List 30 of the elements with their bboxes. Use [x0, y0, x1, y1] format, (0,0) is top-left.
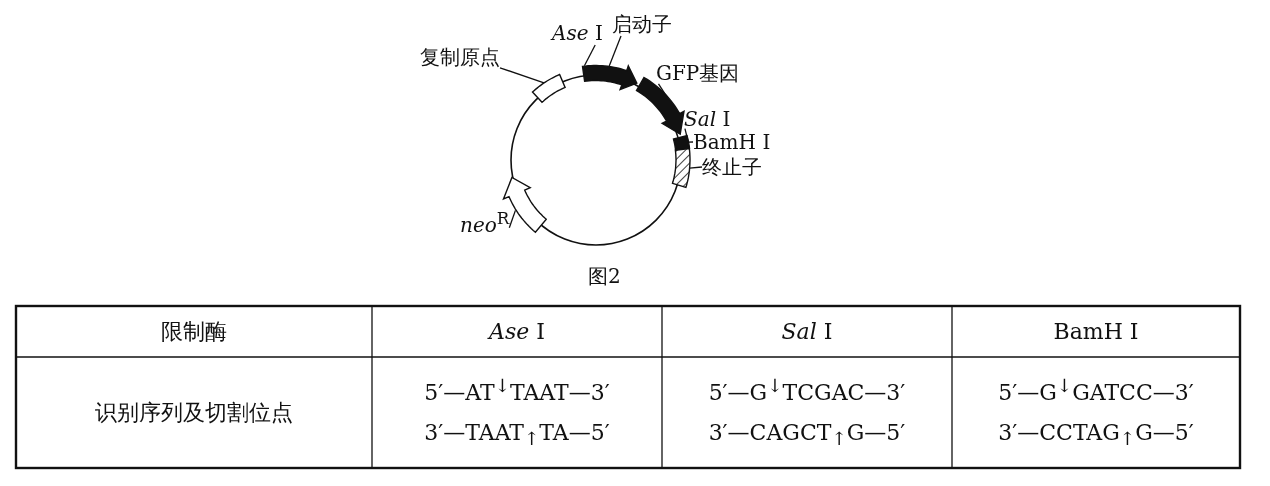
- leader-line: [689, 166, 703, 169]
- sequence-text: 3′—CAGCT$_{↑}$G—5′: [708, 419, 906, 452]
- part-label: 启动子: [612, 12, 672, 36]
- sequence-text: 5′—G$^{↓}$GATCC—3′: [998, 373, 1194, 406]
- part-label: BamH I: [693, 130, 771, 154]
- figure-caption: 图2: [588, 264, 621, 288]
- promoter-segment: [581, 63, 639, 91]
- column-header: Ase I: [489, 318, 545, 345]
- leader-line: [499, 67, 545, 84]
- leader-line: [508, 209, 517, 229]
- row-header: 识别序列及切割位点: [95, 399, 293, 426]
- column-header: Sal I: [781, 318, 833, 345]
- part-label: Sal I: [684, 107, 731, 131]
- leader-line: [608, 35, 622, 67]
- sequence-text: 3′—TAAT$_{↑}$TA—5′: [424, 419, 610, 452]
- part-label: neo$^{R}$: [460, 207, 510, 237]
- part-label: 终止子: [702, 155, 762, 179]
- origin-box: [531, 72, 567, 104]
- site-block: [671, 134, 691, 152]
- terminator-box: [671, 147, 692, 189]
- column-header: 限制酶: [161, 318, 227, 345]
- leader-line: [687, 141, 694, 143]
- part-label: Ase I: [552, 21, 603, 45]
- part-label: 复制原点: [420, 45, 500, 69]
- sequence-text: 5′—AT$^{↓}$TAAT—3′: [424, 373, 610, 406]
- leader-line: [583, 44, 596, 67]
- column-header: BamH I: [1053, 318, 1139, 345]
- part-label: GFP基因: [656, 61, 740, 85]
- sequence-text: 5′—G$^{↓}$TCGAC—3′: [708, 373, 906, 406]
- sequence-text: 3′—CCTAG$_{↑}$G—5′: [998, 419, 1194, 452]
